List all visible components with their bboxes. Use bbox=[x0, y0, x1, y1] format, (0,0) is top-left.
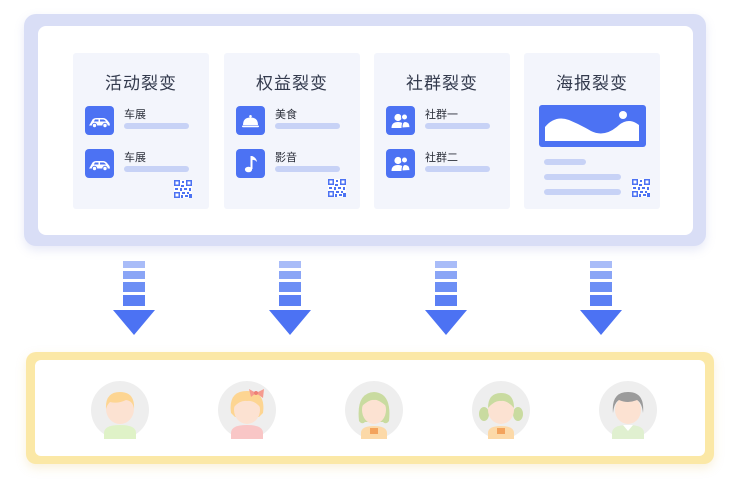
placeholder-bar bbox=[425, 166, 490, 172]
car-icon bbox=[85, 149, 114, 178]
card-title: 活动裂变 bbox=[105, 74, 177, 94]
group-icon bbox=[386, 106, 415, 135]
girl-pigtails-avatar-icon bbox=[472, 381, 530, 439]
arrow-down-icon bbox=[269, 261, 311, 335]
users-panel bbox=[26, 352, 714, 464]
item-label: 影音 bbox=[275, 151, 297, 164]
card-title: 权益裂变 bbox=[256, 74, 328, 94]
arrow-down-icon bbox=[425, 261, 467, 335]
channels-panel: 活动裂变 车展 车展 权益裂变 bbox=[24, 14, 706, 246]
card-poster-fission[interactable]: 海报裂变 bbox=[524, 53, 660, 209]
list-item[interactable]: 社群二 bbox=[386, 149, 504, 179]
list-item[interactable]: 车展 bbox=[85, 106, 203, 136]
landscape-image-icon bbox=[539, 105, 646, 147]
card-activity-fission[interactable]: 活动裂变 车展 车展 bbox=[73, 53, 209, 209]
placeholder-bar bbox=[275, 123, 340, 129]
girl-bow-avatar-icon bbox=[218, 381, 276, 439]
placeholder-bar bbox=[124, 166, 189, 172]
qr-code-icon[interactable] bbox=[328, 179, 346, 197]
card-title: 社群裂变 bbox=[406, 74, 478, 94]
placeholder-bar bbox=[544, 159, 586, 165]
placeholder-bar bbox=[275, 166, 340, 172]
group-icon bbox=[386, 149, 415, 178]
card-title: 海报裂变 bbox=[556, 74, 628, 94]
boy-avatar-icon bbox=[91, 381, 149, 439]
item-label: 车展 bbox=[124, 108, 146, 121]
food-cloche-icon bbox=[236, 106, 265, 135]
list-item[interactable]: 车展 bbox=[85, 149, 203, 179]
placeholder-bar bbox=[124, 123, 189, 129]
users-panel-inner bbox=[35, 360, 705, 456]
list-item[interactable]: 社群一 bbox=[386, 106, 504, 136]
music-note-icon bbox=[236, 149, 265, 178]
item-label: 社群一 bbox=[425, 108, 458, 121]
qr-code-icon[interactable] bbox=[174, 180, 192, 198]
qr-code-icon[interactable] bbox=[632, 179, 650, 197]
girl-long-hair-avatar-icon bbox=[345, 381, 403, 439]
item-label: 社群二 bbox=[425, 151, 458, 164]
channels-panel-inner: 活动裂变 车展 车展 权益裂变 bbox=[38, 26, 693, 235]
arrow-down-icon bbox=[113, 261, 155, 335]
item-label: 车展 bbox=[124, 151, 146, 164]
item-label: 美食 bbox=[275, 108, 297, 121]
card-benefit-fission[interactable]: 权益裂变 美食 bbox=[224, 53, 360, 209]
placeholder-bar bbox=[544, 189, 621, 195]
placeholder-bar bbox=[425, 123, 490, 129]
list-item[interactable]: 美食 bbox=[236, 106, 354, 136]
list-item[interactable]: 影音 bbox=[236, 149, 354, 179]
card-community-fission[interactable]: 社群裂变 社群一 社群二 bbox=[374, 53, 510, 209]
car-icon bbox=[85, 106, 114, 135]
placeholder-bar bbox=[544, 174, 621, 180]
elder-avatar-icon bbox=[599, 381, 657, 439]
arrow-down-icon bbox=[580, 261, 622, 335]
